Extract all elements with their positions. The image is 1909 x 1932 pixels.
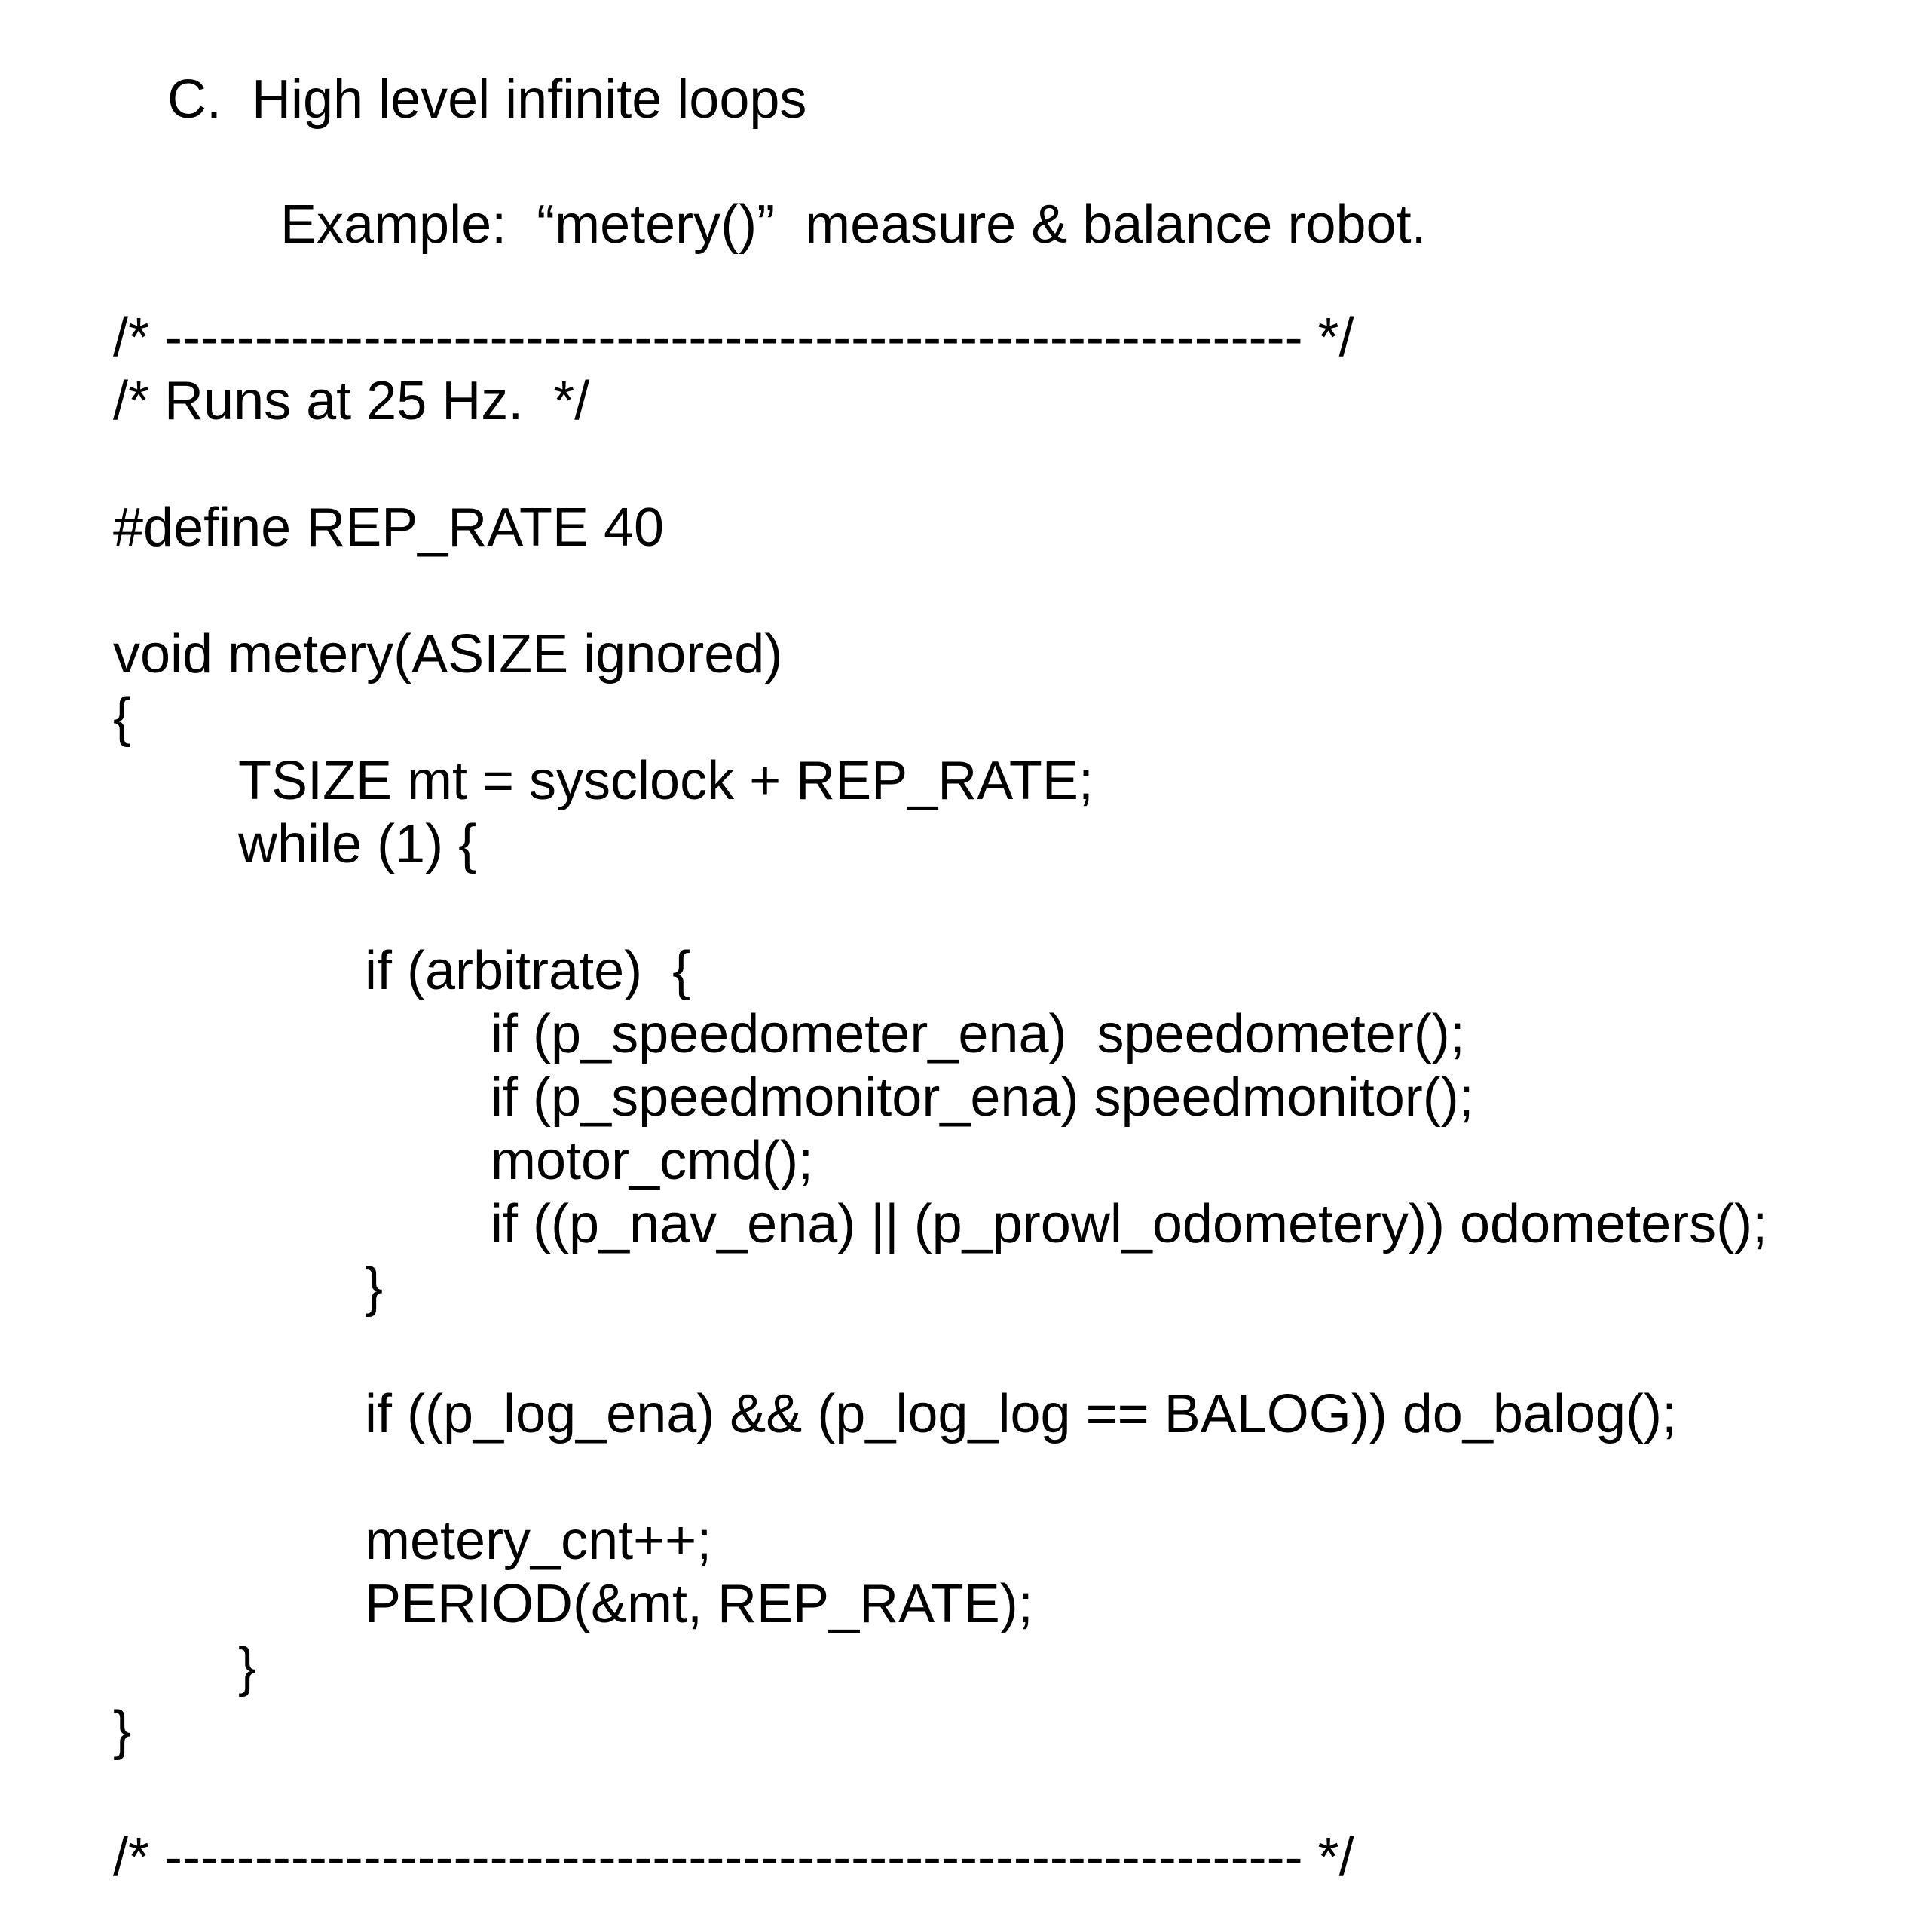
code-line: if ((p_nav_ena) || (p_prowl_odometery)) … [491,1194,1768,1254]
code-line: if (p_speedmonitor_ena) speedmonitor(); [491,1067,1474,1128]
code-line: if (p_speedometer_ena) speedometer(); [491,1004,1465,1064]
code-line: metery_cnt++; [365,1511,712,1571]
code-line: } [238,1637,257,1698]
code-line: motor_cmd(); [491,1131,814,1191]
code-line: #define REP_RATE 40 [113,498,665,558]
section-heading: C. High level infinite loops [167,69,807,130]
example-caption: Example: “metery()” measure & balance ro… [280,194,1427,255]
code-line: PERIOD(&mt, REP_RATE); [365,1574,1033,1634]
code-line: /* -------------------------------------… [113,1827,1354,1888]
code-line: } [365,1257,384,1318]
code-line: TSIZE mt = sysclock + REP_RATE; [238,751,1094,811]
code-line: if ((p_log_ena) && (p_log_log == BALOG))… [365,1384,1678,1444]
code-line: } [113,1701,132,1761]
code-line: /* -------------------------------------… [113,308,1354,368]
code-line: /* Runs at 25 Hz. */ [113,371,590,431]
code-line: while (1) { [238,814,477,874]
code-line: void metery(ASIZE ignored) [113,624,783,684]
code-line: if (arbitrate) { [365,941,691,1001]
code-line: { [113,687,132,748]
